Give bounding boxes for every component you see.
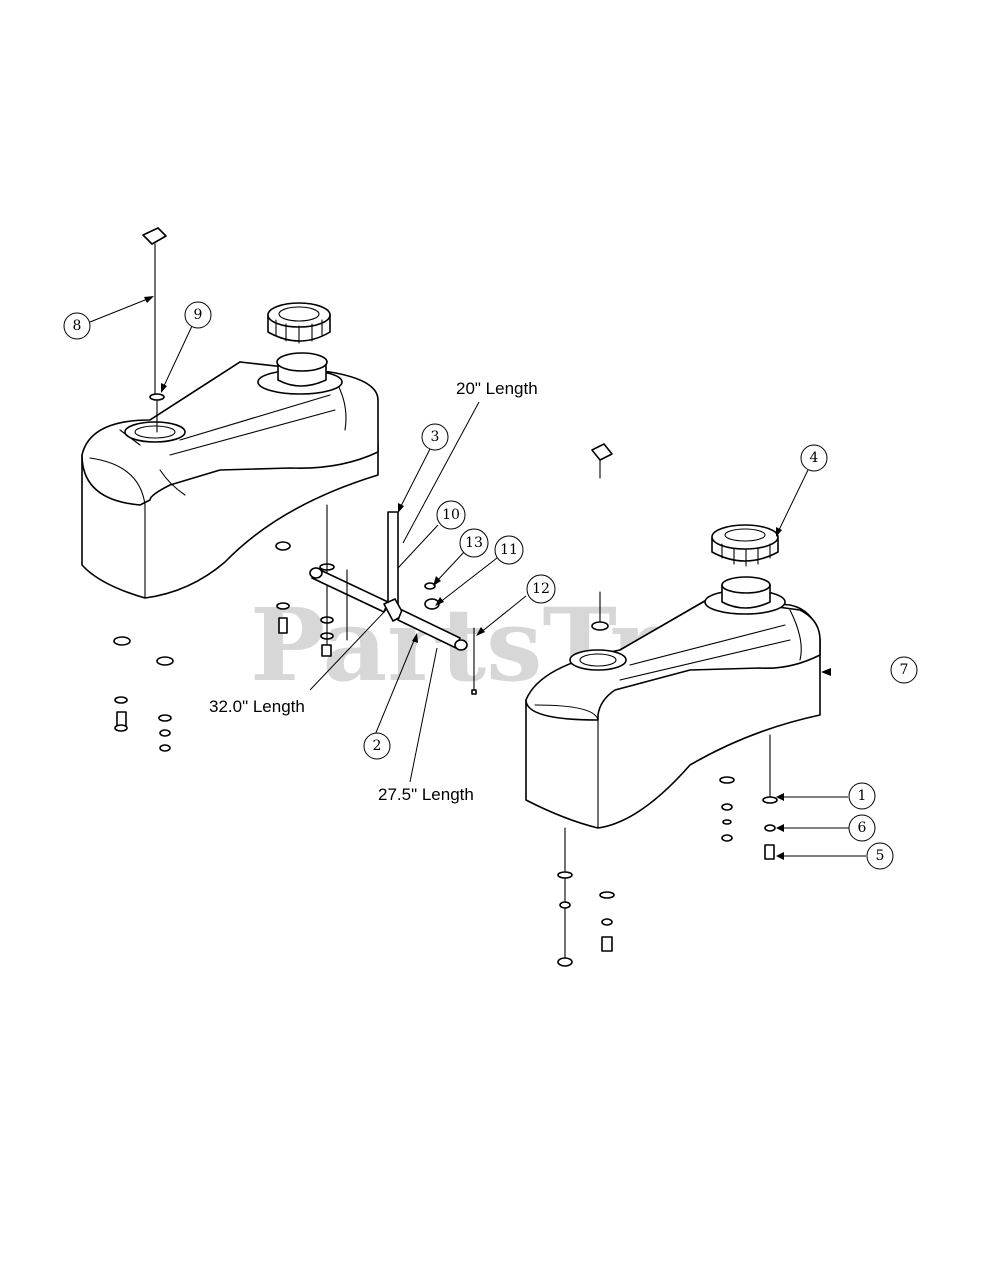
pickup-tube: [142, 227, 167, 433]
callout-2: 2: [363, 732, 391, 760]
fuel-hoses: [309, 511, 468, 651]
right-tank-hardware: [557, 734, 778, 967]
left-fuel-cap: [267, 302, 331, 344]
svg-text:12: 12: [532, 581, 550, 597]
callout-10: 10: [436, 500, 466, 530]
hose-clamps: [346, 569, 477, 695]
svg-text:8: 8: [73, 318, 82, 334]
svg-text:4: 4: [810, 450, 819, 466]
callout-4: 4: [800, 444, 828, 472]
callout-7: 7: [890, 656, 918, 684]
callout-6: 6: [848, 814, 876, 842]
callout-12: 12: [526, 574, 556, 604]
svg-text:1: 1: [858, 788, 867, 804]
svg-text:11: 11: [500, 542, 518, 558]
svg-text:3: 3: [431, 429, 440, 445]
left-fuel-tank: [81, 361, 379, 599]
length-label-27-5in: 27.5" Length: [378, 785, 474, 804]
right-filler-neck: [704, 576, 786, 615]
callout-11: 11: [494, 535, 524, 565]
svg-text:2: 2: [373, 738, 382, 754]
svg-text:9: 9: [194, 307, 203, 323]
callout-8: 8: [63, 312, 91, 340]
leader-lines: [89, 296, 866, 860]
svg-text:10: 10: [442, 507, 460, 523]
svg-text:13: 13: [465, 535, 483, 551]
callout-13: 13: [459, 528, 489, 558]
callout-1: 1: [848, 782, 876, 810]
svg-text:7: 7: [900, 662, 909, 678]
length-label-20in: 20" Length: [456, 379, 538, 398]
right-fuel-tank: [525, 597, 821, 829]
right-fuel-cap: [711, 524, 779, 567]
length-label-32in: 32.0" Length: [209, 697, 305, 716]
left-filler-neck: [257, 352, 343, 395]
callout-5: 5: [866, 842, 894, 870]
svg-text:6: 6: [858, 820, 867, 836]
left-tank-hardware: [113, 504, 335, 752]
svg-text:5: 5: [876, 848, 885, 864]
right-elbow-fitting: [591, 443, 613, 631]
callout-9: 9: [184, 301, 212, 329]
callout-3: 3: [421, 423, 449, 451]
